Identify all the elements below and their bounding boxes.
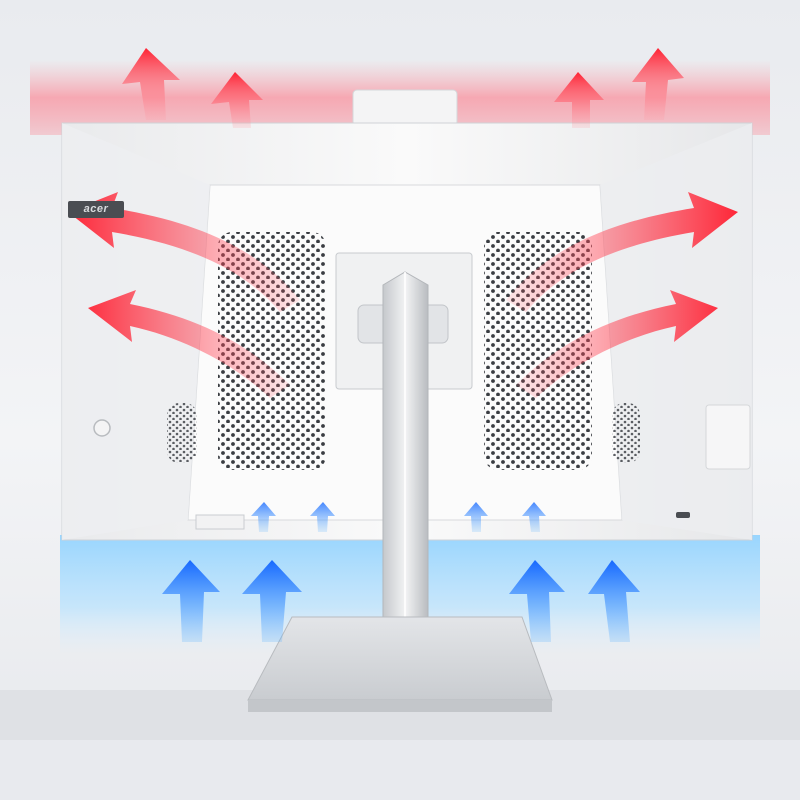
cool-air-arrow-icon bbox=[162, 560, 220, 642]
cool-air-arrow-icon bbox=[464, 502, 488, 532]
vent-grille-right bbox=[484, 232, 592, 470]
vent-grille-small-right bbox=[612, 403, 640, 463]
vent-grille-small-left bbox=[167, 403, 197, 463]
webcam-module bbox=[352, 89, 458, 127]
hot-air-arrow-icon bbox=[68, 192, 300, 312]
stand-base bbox=[247, 616, 553, 701]
vent-grille-left bbox=[218, 232, 326, 470]
cool-air-arrow-icon bbox=[509, 560, 565, 642]
bottom-port bbox=[195, 514, 245, 530]
hot-air-arrows-top bbox=[122, 48, 684, 128]
hot-air-arrow-icon bbox=[211, 72, 263, 128]
cool-air-arrow-icon bbox=[251, 502, 276, 532]
cool-air-arrows bbox=[162, 502, 640, 642]
brand-logo: acer bbox=[68, 201, 124, 218]
cool-air-arrow-icon bbox=[310, 502, 335, 532]
hot-air-arrows-right bbox=[506, 192, 738, 398]
hot-air-arrows-left bbox=[68, 192, 300, 398]
side-port-cover bbox=[705, 404, 751, 470]
hot-air-arrow-icon bbox=[554, 72, 604, 128]
hot-air-arrow-icon bbox=[516, 290, 718, 398]
hot-air-arrow-icon bbox=[88, 290, 290, 398]
cool-air-arrow-icon bbox=[522, 502, 546, 532]
power-button-icon bbox=[93, 419, 111, 437]
hot-air-arrow-icon bbox=[632, 48, 684, 120]
hot-air-arrow-icon bbox=[506, 192, 738, 312]
cool-air-arrow-icon bbox=[588, 560, 640, 642]
hot-air-arrow-icon bbox=[122, 48, 180, 120]
lock-slot bbox=[676, 512, 690, 518]
cool-air-arrow-icon bbox=[242, 560, 302, 642]
